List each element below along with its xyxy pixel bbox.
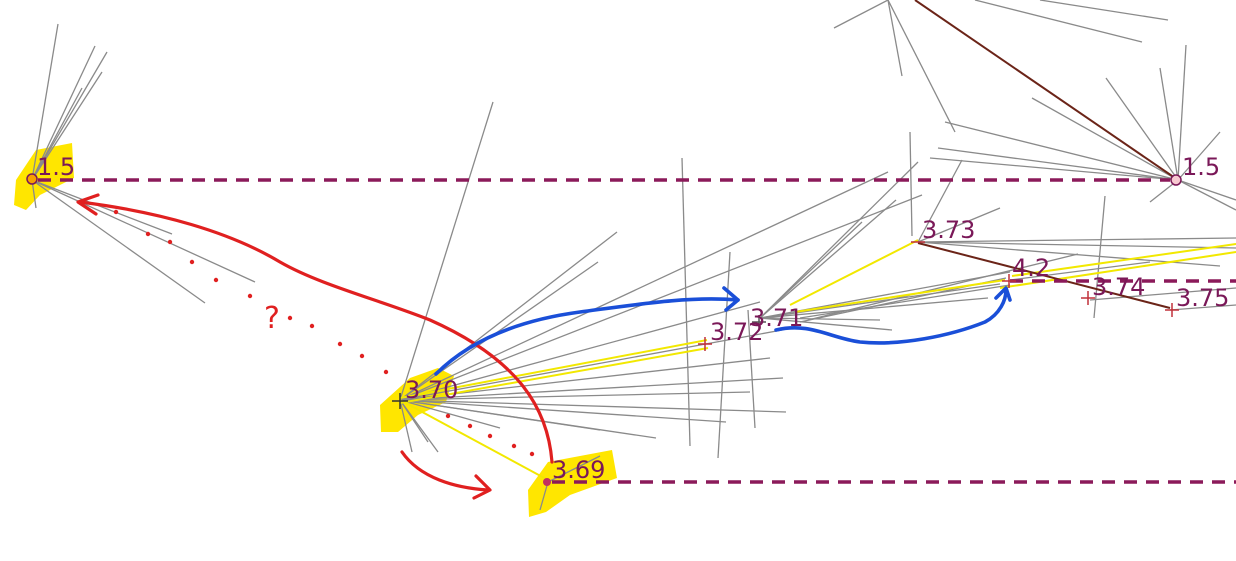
node-markers [26, 173, 1182, 486]
node-label-3-72: 3.72 [710, 318, 763, 346]
node-label-3-73: 3.73 [922, 216, 975, 244]
highlight-node-1-5-left [14, 143, 74, 210]
node-marker-3-71 [752, 315, 766, 329]
brown-edges [914, 0, 1179, 309]
highlight-node-3-69 [528, 450, 617, 517]
blue-annotations [434, 286, 1012, 376]
node-label-3-69: 3.69 [552, 456, 605, 484]
node-label-1-5-right: 1.5 [1182, 153, 1220, 181]
blue-curve-arrow-to-4-2 [774, 288, 1008, 345]
highlight-marks [14, 143, 617, 517]
node-marker-1-5-right [1170, 174, 1182, 186]
question-mark: ? [264, 301, 280, 336]
grey-edges [31, 0, 1236, 511]
node-marker-3-74 [1081, 291, 1095, 305]
red-curve-arrow-to-3-69 [400, 450, 490, 492]
node-label-3-74: 3.74 [1092, 273, 1145, 301]
blue-arrowhead-4-2 [994, 286, 1012, 302]
node-marker-3-75 [1165, 303, 1179, 317]
blue-curve-arrow-to-3-71 [434, 297, 740, 376]
node-label-3-70: 3.70 [405, 376, 458, 404]
node-labels: 1.5 1.5 3.70 3.69 3.71 3.72 3.73 4.2 3.7… [37, 153, 1229, 484]
node-marker-4-2 [1002, 274, 1016, 288]
red-annotations: ? [76, 193, 554, 500]
node-marker-1-5-left [26, 173, 38, 185]
red-arrowhead-left [76, 193, 100, 216]
node-marker-3-72 [698, 337, 712, 351]
node-marker-3-70 [392, 393, 408, 409]
node-label-3-75: 3.75 [1176, 284, 1229, 312]
node-label-4-2: 4.2 [1012, 254, 1050, 282]
dashed-lines [38, 178, 1236, 484]
node-label-1-5-left: 1.5 [37, 153, 75, 181]
red-curve-arrow-to-1-5 [78, 200, 554, 464]
blue-arrowhead-3-71 [722, 286, 740, 312]
red-arrowhead-right [472, 474, 492, 500]
red-dotted-path [113, 209, 535, 457]
node-marker-3-69 [543, 478, 551, 486]
